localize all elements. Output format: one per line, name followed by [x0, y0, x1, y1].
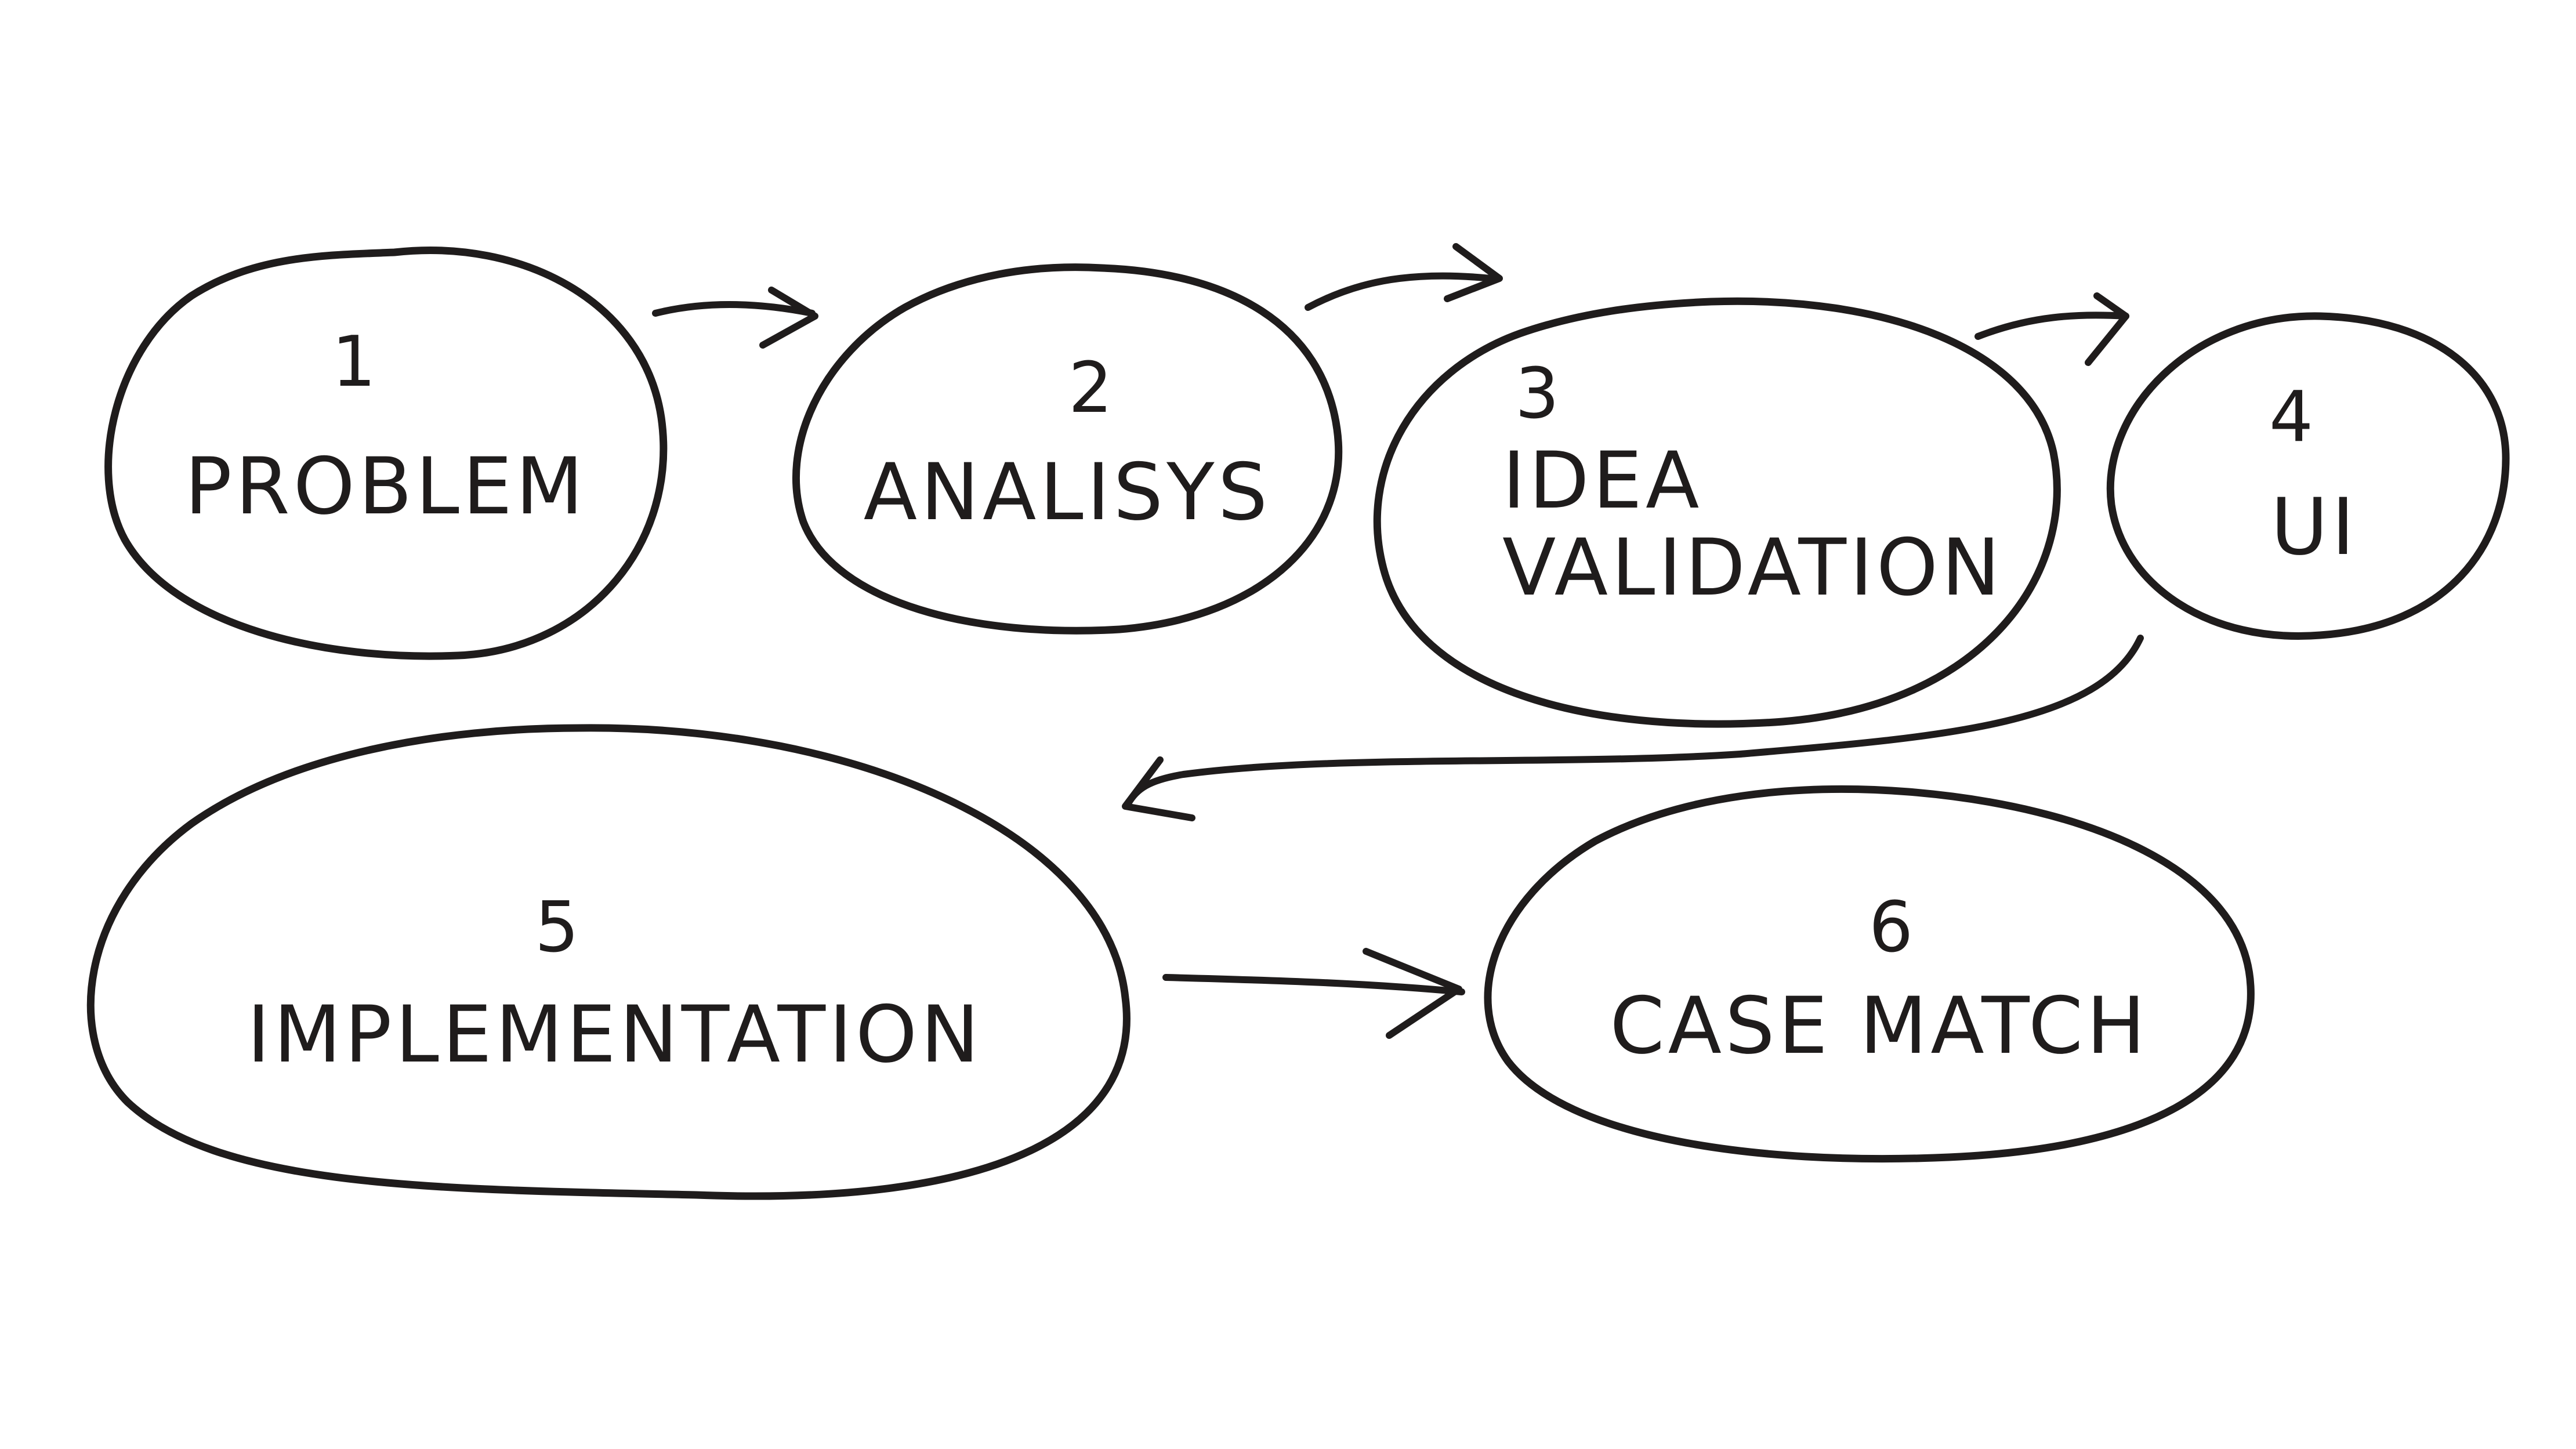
- arrow-3-to-4: [1974, 292, 2129, 366]
- step-2-number: 2: [1068, 348, 1113, 429]
- step-6-case-match: 6 CASE MATCH: [1484, 785, 2255, 1163]
- step-1-problem: 1 PROBLEM: [104, 247, 668, 660]
- step-3-number: 3: [1515, 354, 1559, 434]
- arrow-5-to-6: [1162, 948, 1465, 1039]
- step-1-bubble: [104, 247, 668, 660]
- arrow-1-to-2: [652, 287, 818, 349]
- step-3-bubble: [1373, 297, 2061, 728]
- step-4-number: 4: [2269, 377, 2313, 458]
- step-5-implementation: 5 IMPLEMENTATION: [86, 724, 1131, 1200]
- step-1-number: 1: [332, 322, 376, 403]
- step-6-number: 6: [1869, 887, 1913, 968]
- step-6-label: CASE MATCH: [1610, 980, 2149, 1071]
- step-5-number: 5: [535, 887, 579, 968]
- step-2-analisys: 2 ANALISYS: [792, 263, 1343, 635]
- step-3-label-line1: IDEA: [1502, 435, 1702, 526]
- step-6-bubble: [1484, 785, 2255, 1163]
- step-4-bubble: [2106, 312, 2510, 640]
- step-4-ui: 4 UI: [2106, 312, 2510, 640]
- step-2-label: ANALISYS: [864, 447, 1271, 538]
- step-2-bubble: [792, 263, 1343, 635]
- arrow-2-to-3: [1305, 243, 1503, 311]
- step-5-bubble: [86, 724, 1131, 1200]
- step-3-idea-validation: 3 IDEA VALIDATION: [1373, 297, 2061, 728]
- step-4-label: UI: [2271, 481, 2358, 573]
- step-3-label-line2: VALIDATION: [1502, 522, 2003, 613]
- arrow-4-to-5: [1122, 635, 2144, 821]
- step-5-label: IMPLEMENTATION: [247, 989, 983, 1080]
- step-1-label: PROBLEM: [184, 441, 586, 532]
